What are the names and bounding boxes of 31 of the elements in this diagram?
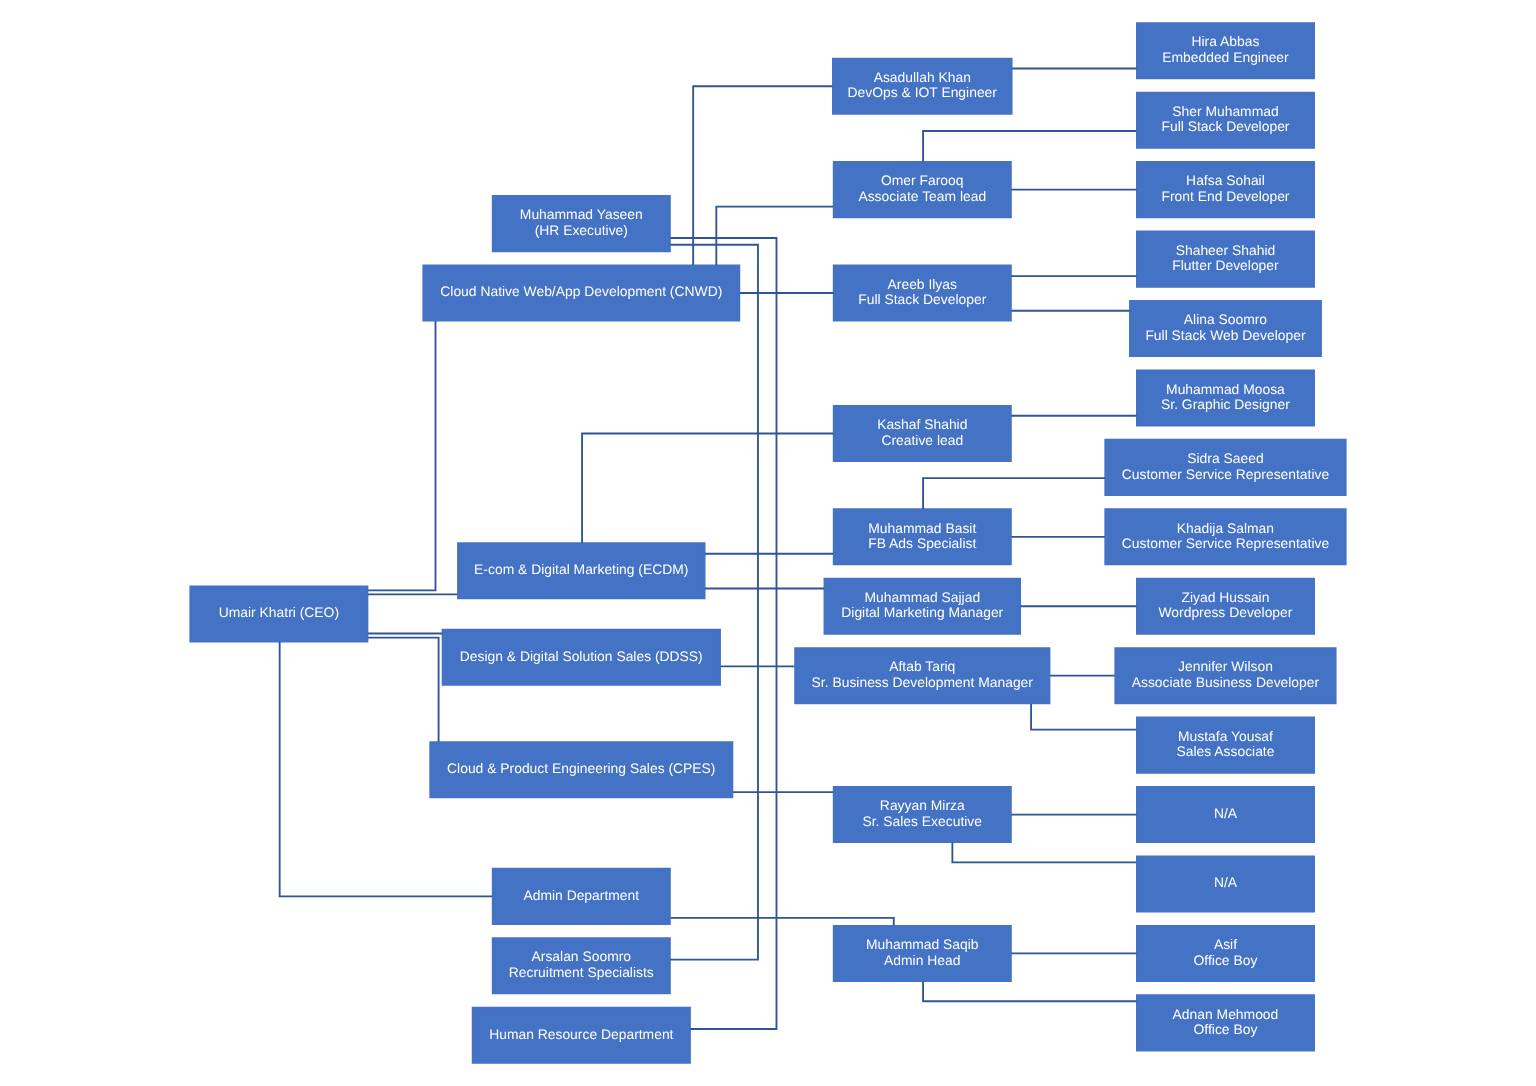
connector	[1019, 605, 1138, 608]
connector	[669, 917, 895, 927]
connector	[719, 665, 796, 668]
connector	[1010, 275, 1138, 277]
connector	[1010, 188, 1138, 191]
connector	[703, 552, 835, 555]
connector	[278, 641, 494, 898]
connector	[1010, 813, 1138, 816]
connector	[581, 432, 835, 544]
connector	[1030, 703, 1138, 731]
connector	[1010, 414, 1138, 417]
connector	[731, 791, 835, 794]
connector	[1011, 67, 1138, 70]
connector	[1010, 952, 1138, 955]
connector	[692, 85, 834, 267]
connector	[715, 205, 835, 267]
connector	[922, 980, 1138, 1003]
connector	[922, 477, 1106, 510]
connector	[367, 632, 444, 635]
connector	[669, 237, 778, 1030]
connector	[669, 243, 759, 961]
connector	[1010, 309, 1131, 312]
connector	[738, 292, 835, 294]
connector	[367, 593, 459, 596]
connector	[366, 636, 440, 743]
connector	[366, 320, 437, 592]
connector	[703, 587, 826, 590]
connector	[951, 841, 1137, 864]
connector	[922, 130, 1138, 163]
connector	[1049, 674, 1116, 677]
connector	[1010, 535, 1106, 538]
